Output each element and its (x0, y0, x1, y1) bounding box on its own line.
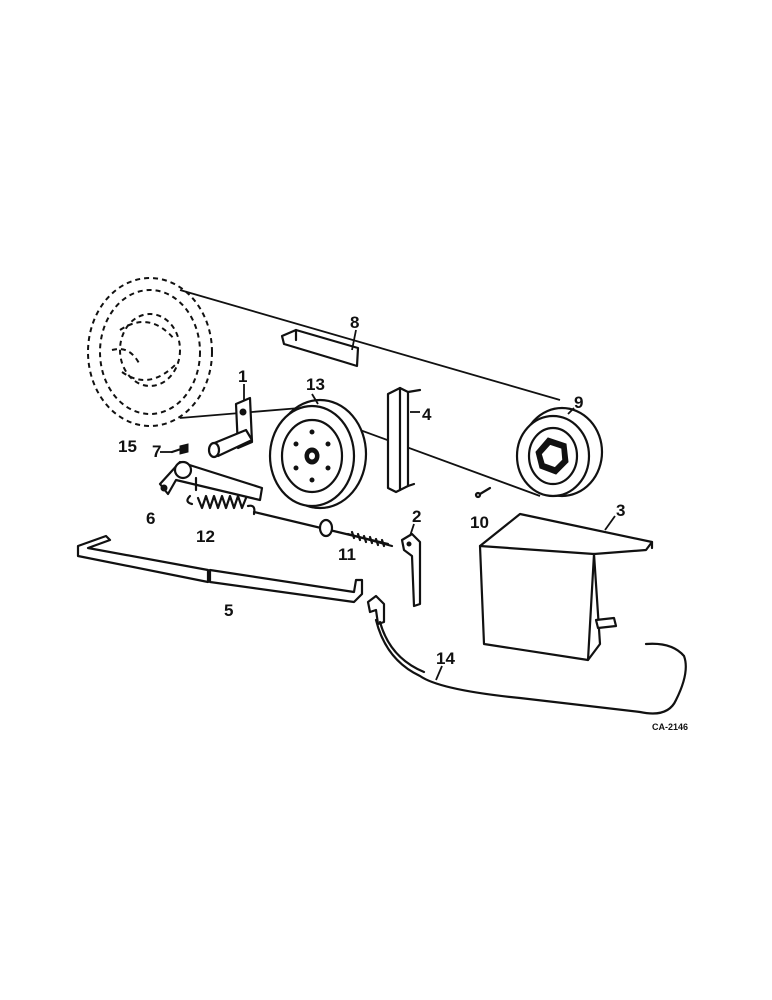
part-12-spring (186, 494, 256, 516)
callout-2: 2 (412, 507, 421, 526)
callout-13: 13 (306, 375, 325, 394)
callout-3: 3 (616, 501, 625, 520)
part-10-pin (474, 486, 492, 499)
part-5-support-bars (76, 534, 364, 604)
part-15-wheel-phantom (87, 277, 213, 427)
part-4-shield-plate (386, 386, 422, 494)
part-11-adjusting-rod (252, 510, 394, 548)
part-14-cable (366, 594, 687, 715)
part-7-bolt (170, 443, 189, 455)
callout-4: 4 (422, 405, 432, 424)
callout-7: 7 (152, 442, 161, 461)
callout-11: 11 (338, 545, 356, 564)
callout-8: 8 (350, 313, 359, 332)
reference-code: CA-2146 (652, 722, 688, 732)
part-13-idler-pulley (268, 398, 368, 510)
callout-12: 12 (196, 527, 215, 546)
part-2-bracket (400, 532, 422, 608)
drive-belt (179, 289, 561, 497)
part-3-housing (478, 512, 654, 662)
callout-15: 15 (118, 437, 137, 456)
callout-leaders (160, 329, 616, 681)
callout-6: 6 (146, 509, 155, 528)
callout-14: 14 (436, 649, 455, 668)
part-9-drive-pulley (515, 406, 604, 498)
part-8-guard-strip (280, 328, 360, 368)
callout-10: 10 (470, 513, 489, 532)
part-1-shaft-bracket (207, 396, 254, 459)
callout-5: 5 (224, 601, 233, 620)
callout-1: 1 (238, 367, 247, 386)
part-6-idler-arm (158, 460, 264, 502)
callout-9: 9 (574, 393, 583, 412)
